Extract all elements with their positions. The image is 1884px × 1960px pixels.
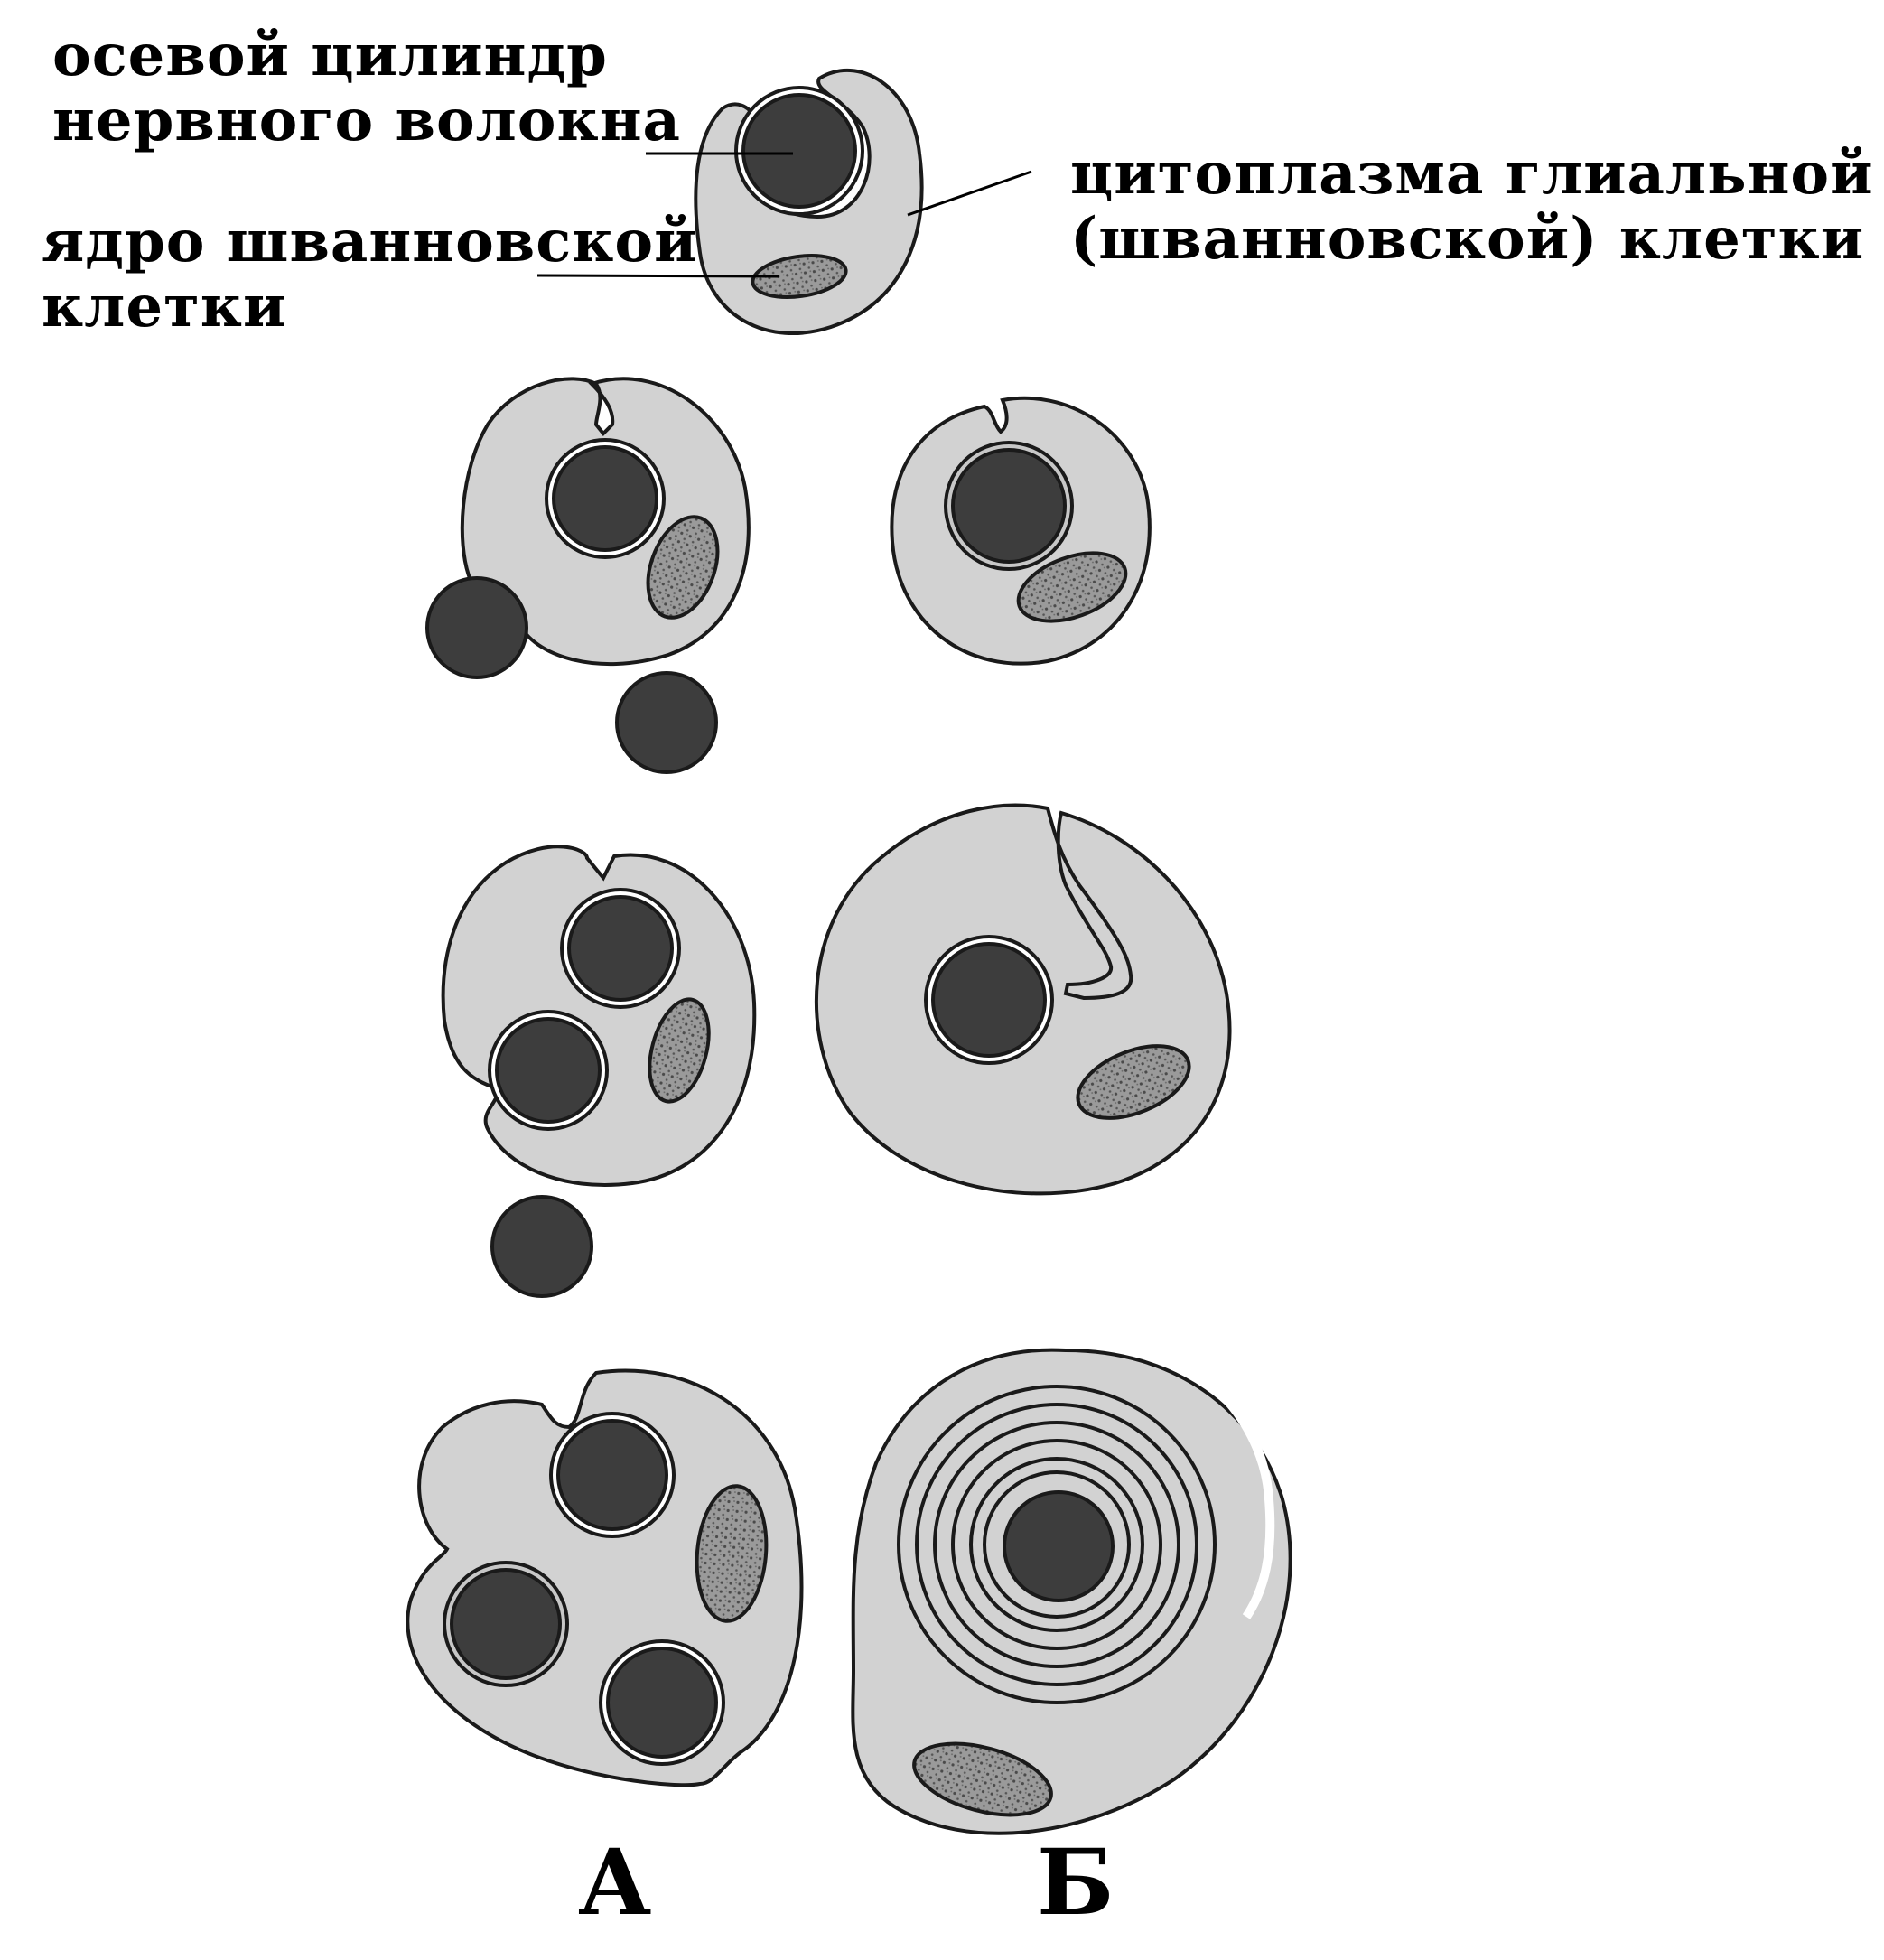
axon-label-line2: нервного волокна [52, 86, 681, 154]
column-a-label: А [578, 1829, 652, 1936]
nucleus-label-line2: клетки [42, 272, 287, 341]
row1b-nucleus [1016, 551, 1128, 623]
cytoplasm-label-line2: (шванновской) клетки [1070, 204, 1865, 273]
row3b-myelin-spiral [897, 1385, 1217, 1704]
row1a-free-axon-2 [615, 671, 718, 774]
row3b-axon [1003, 1490, 1115, 1602]
row1a-free-axon-1 [425, 576, 528, 679]
row2b-nucleus [1076, 1044, 1191, 1120]
top-axon [741, 93, 857, 209]
row2a-axon-1 [567, 895, 674, 1002]
cytoplasm-pointer [907, 170, 1032, 217]
axon-label: осевой цилиндр нервного волокна [52, 23, 681, 153]
nucleus-label-line1: ядро шванновской [42, 208, 698, 275]
row1b-axon [951, 448, 1067, 564]
row3a-nucleus [695, 1484, 769, 1623]
row2b-axon [931, 942, 1047, 1058]
row1-cell-a [425, 377, 751, 774]
nucleus-label: ядро шванновской клетки [42, 210, 698, 339]
label-pointers [536, 152, 1032, 278]
row2-cell-a [441, 845, 757, 1298]
row2a-axon-2 [495, 1017, 602, 1124]
column-b-label: Б [1037, 1829, 1115, 1936]
row2-cell-b [814, 803, 1232, 1196]
row2a-nucleus [648, 997, 711, 1104]
cytoplasm-label: цитоплазма глиальной (шванновской) клетк… [1070, 142, 1874, 271]
top-schwann-cell [694, 68, 924, 336]
row3b-outer-lip [1136, 1341, 1275, 1619]
axon-label-line1: осевой цилиндр [52, 22, 608, 89]
row3a-axon-3 [606, 1647, 718, 1759]
row3-cell-a [406, 1368, 804, 1787]
nucleus-pointer [536, 274, 779, 278]
row1a-nucleus [646, 515, 720, 620]
top-nucleus [751, 254, 848, 299]
row1a-axon [552, 445, 658, 552]
row1-cell-b [890, 396, 1152, 666]
row2a-free-axon [490, 1195, 593, 1298]
row3a-axon-2 [450, 1568, 562, 1680]
row3a-axon-1 [556, 1419, 668, 1531]
row3b-nucleus [912, 1741, 1053, 1817]
cytoplasm-label-line1: цитоплазма глиальной [1070, 140, 1874, 208]
row3-cell-b [851, 1341, 1292, 1835]
